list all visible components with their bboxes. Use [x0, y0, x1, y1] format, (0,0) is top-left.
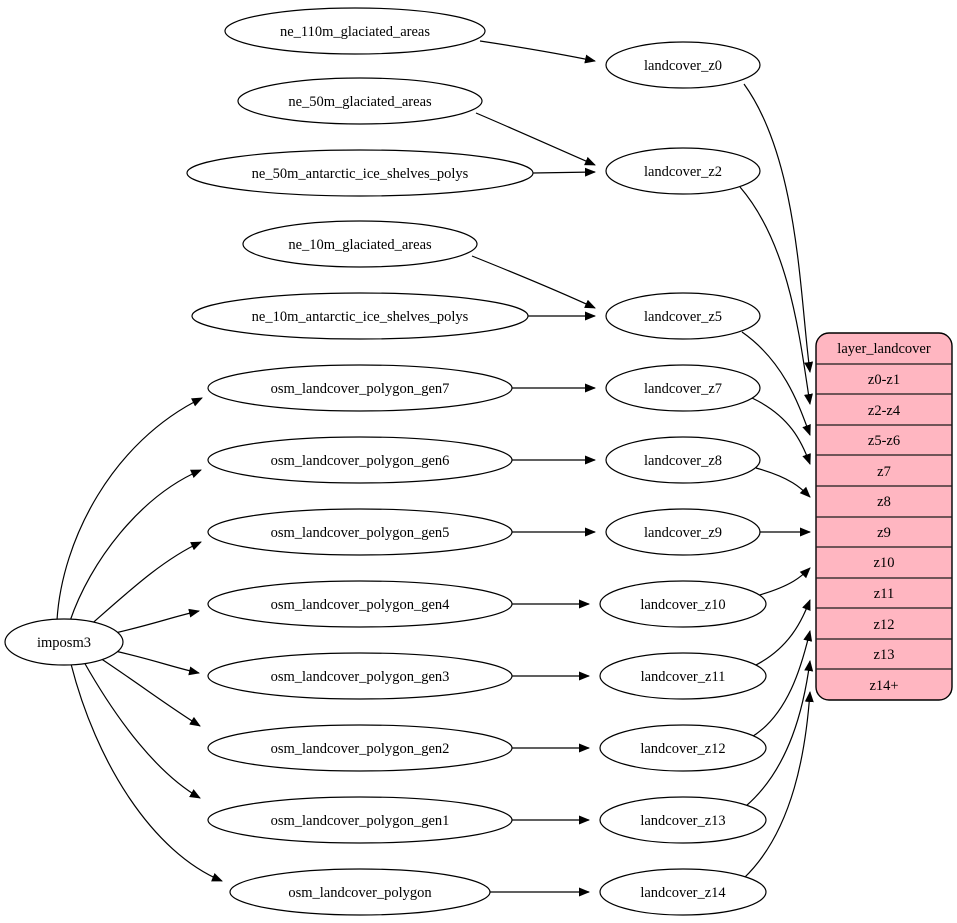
table-title: layer_landcover	[837, 341, 931, 357]
node-osm-landcover-polygon-gen3: osm_landcover_polygon_gen3	[207, 652, 513, 700]
node-osm-landcover-polygon-gen5: osm_landcover_polygon_gen5	[207, 508, 513, 556]
svg-text:osm_landcover_polygon_gen3: osm_landcover_polygon_gen3	[271, 669, 450, 685]
edge-imposm3-gen4	[114, 608, 200, 634]
node-landcover-z10: landcover_z10	[599, 580, 767, 628]
table-row-z7: z7	[877, 464, 891, 480]
table-row-z14plus: z14+	[869, 678, 898, 694]
table-row-z9: z9	[877, 525, 891, 541]
edge-z11-row	[753, 599, 811, 667]
edge-imposm3-gen6	[69, 469, 202, 622]
svg-text:ne_50m_glaciated_areas: ne_50m_glaciated_areas	[288, 94, 432, 110]
node-ne-50m-glaciated-areas: ne_50m_glaciated_areas	[237, 77, 483, 125]
node-landcover-z13: landcover_z13	[599, 796, 767, 844]
node-osm-landcover-polygon-gen4: osm_landcover_polygon_gen4	[207, 580, 513, 628]
node-landcover-z11: landcover_z11	[599, 652, 767, 700]
node-osm-landcover-polygon-gen7: osm_landcover_polygon_gen7	[207, 364, 513, 412]
edge-ne110m-z0	[479, 40, 596, 64]
svg-text:osm_landcover_polygon_gen1: osm_landcover_polygon_gen1	[271, 813, 450, 829]
edge-z12-row	[749, 630, 813, 739]
svg-text:landcover_z2: landcover_z2	[644, 164, 722, 180]
node-landcover-z2: landcover_z2	[605, 147, 761, 195]
edges	[56, 40, 814, 897]
edge-imposm3-gen7	[56, 397, 203, 621]
table-row-z11: z11	[874, 586, 894, 602]
node-landcover-z12: landcover_z12	[599, 724, 767, 772]
node-landcover-z14: landcover_z14	[599, 868, 767, 916]
edge-z5-row	[741, 331, 811, 436]
svg-text:ne_50m_antarctic_ice_shelves_p: ne_50m_antarctic_ice_shelves_polys	[252, 166, 469, 182]
table-row-z0-z1: z0-z1	[868, 372, 900, 388]
node-ne-10m-glaciated-areas: ne_10m_glaciated_areas	[242, 220, 478, 268]
edge-z2-row	[739, 186, 813, 405]
svg-text:landcover_z14: landcover_z14	[640, 885, 726, 901]
table-row-z10: z10	[874, 555, 895, 571]
svg-text:landcover_z7: landcover_z7	[644, 381, 722, 397]
svg-text:imposm3: imposm3	[37, 635, 91, 651]
svg-text:landcover_z13: landcover_z13	[640, 813, 725, 829]
svg-text:landcover_z5: landcover_z5	[644, 309, 722, 325]
node-ne-110m-glaciated-areas: ne_110m_glaciated_areas	[224, 7, 486, 55]
svg-text:landcover_z11: landcover_z11	[641, 669, 726, 685]
edge-z0-row	[743, 83, 814, 373]
edge-z14-row	[743, 691, 814, 879]
table-row-z8: z8	[877, 494, 891, 510]
node-ne-50m-antarctic-ice-shelves-polys: ne_50m_antarctic_ice_shelves_polys	[186, 149, 534, 197]
svg-text:ne_110m_glaciated_areas: ne_110m_glaciated_areas	[280, 24, 430, 40]
edge-z7-row	[751, 397, 811, 465]
table-layer-landcover: layer_landcover z0-z1 z2-z4 z5-z6 z7 z8 …	[815, 332, 953, 701]
edge-imposm3-gen2	[99, 657, 201, 727]
edge-imposm3-gen1	[83, 661, 201, 799]
edge-imposm3-gen3	[114, 650, 200, 676]
node-landcover-z8: landcover_z8	[605, 436, 761, 484]
svg-text:osm_landcover_polygon_gen6: osm_landcover_polygon_gen6	[271, 453, 450, 469]
svg-text:landcover_z12: landcover_z12	[640, 741, 725, 757]
edge-z10-row	[755, 567, 811, 597]
svg-text:osm_landcover_polygon_gen4: osm_landcover_polygon_gen4	[271, 597, 451, 613]
svg-text:osm_landcover_polygon: osm_landcover_polygon	[288, 885, 432, 901]
edge-z13-row	[745, 660, 814, 807]
svg-text:landcover_z0: landcover_z0	[644, 58, 722, 74]
svg-text:landcover_z8: landcover_z8	[644, 453, 722, 469]
table-row-z13: z13	[874, 647, 895, 663]
svg-text:osm_landcover_polygon_gen5: osm_landcover_polygon_gen5	[271, 525, 450, 541]
svg-text:osm_landcover_polygon_gen7: osm_landcover_polygon_gen7	[271, 381, 450, 397]
svg-text:landcover_z10: landcover_z10	[640, 597, 725, 613]
node-osm-landcover-polygon-gen6: osm_landcover_polygon_gen6	[207, 436, 513, 484]
svg-text:ne_10m_glaciated_areas: ne_10m_glaciated_areas	[288, 237, 432, 253]
edge-ne50mant-z2	[532, 167, 596, 177]
edge-z8-row	[755, 467, 811, 498]
svg-text:osm_landcover_polygon_gen2: osm_landcover_polygon_gen2	[271, 741, 450, 757]
edge-imposm3-gen5	[87, 541, 202, 628]
node-landcover-z0: landcover_z0	[605, 41, 761, 89]
node-ne-10m-antarctic-ice-shelves-polys: ne_10m_antarctic_ice_shelves_polys	[191, 292, 529, 340]
node-osm-landcover-polygon-gen1: osm_landcover_polygon_gen1	[207, 796, 513, 844]
node-landcover-z5: landcover_z5	[605, 292, 761, 340]
edge-imposm3-polygon	[70, 663, 223, 882]
node-landcover-z7: landcover_z7	[605, 364, 761, 412]
table-row-z12: z12	[874, 617, 895, 633]
svg-text:landcover_z9: landcover_z9	[644, 525, 722, 541]
table-row-z2-z4: z2-z4	[868, 403, 901, 419]
node-landcover-z9: landcover_z9	[605, 508, 761, 556]
node-osm-landcover-polygon-gen2: osm_landcover_polygon_gen2	[207, 724, 513, 772]
edge-ne50m-z2	[475, 112, 596, 166]
node-osm-landcover-polygon: osm_landcover_polygon	[229, 868, 491, 916]
node-imposm3: imposm3	[4, 618, 124, 666]
edge-ne10m-z5	[471, 255, 596, 309]
table-row-z5-z6: z5-z6	[868, 433, 900, 449]
svg-text:ne_10m_antarctic_ice_shelves_p: ne_10m_antarctic_ice_shelves_polys	[252, 309, 469, 325]
